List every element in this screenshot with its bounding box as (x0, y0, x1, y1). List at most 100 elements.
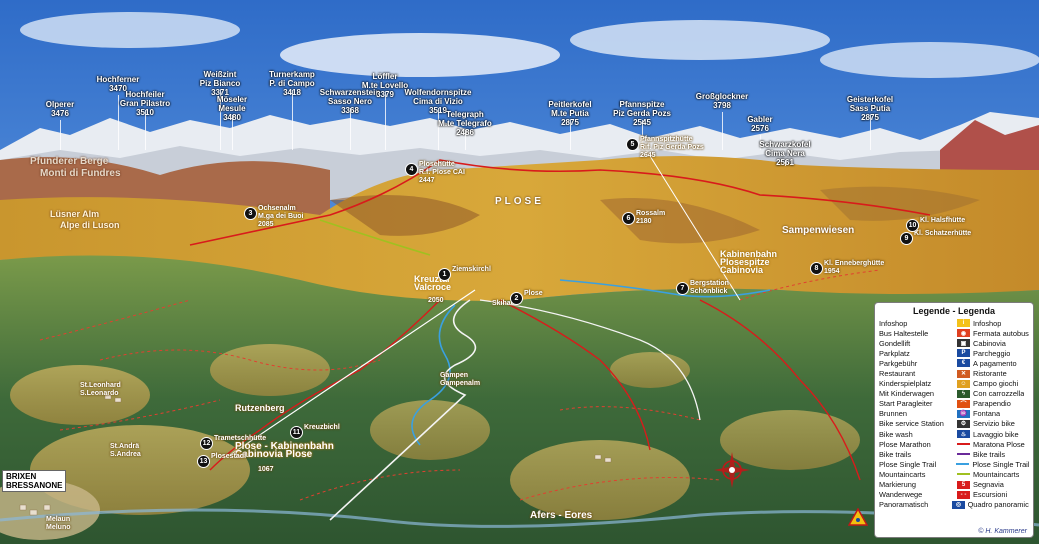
label-sampenwiesen: Sampenwiesen (782, 225, 855, 236)
hut-label: Ochsenalm M.ga dei Buoi 2085 (258, 205, 304, 228)
legend-symbol-icon (956, 460, 970, 468)
hut-number-badge[interactable]: 11 (290, 426, 303, 439)
peak-pointer (350, 108, 351, 150)
label-st-andrae: St.Andrä S.Andrea (110, 443, 141, 458)
peak-pointer (722, 112, 723, 150)
legend-label-it: Parcheggio (973, 348, 1011, 358)
legend-label-it: Fontana (973, 409, 1001, 419)
legend-symbol-icon: ◎ (952, 500, 965, 509)
legend-label-de: Plose Single Trail (879, 459, 937, 469)
legend-row: Plose Single Trail Plose Single Trail (879, 459, 1029, 469)
legend-label-it: Cabinovia (973, 338, 1006, 348)
label-lusner-it: Alpe di Luson (60, 220, 120, 230)
peak-pointer (642, 120, 643, 150)
peak-pointer (385, 92, 386, 150)
hut-label: Plosehütte R.f. Plose CAI 2447 (419, 161, 465, 184)
peak-label: Olperer 3476 (45, 100, 75, 118)
peak-label: Hochfeiler Gran Pilastro 3510 (119, 90, 171, 117)
legend-label-de: Wanderwege (879, 490, 923, 500)
legend-label-it: Plose Single Trail (972, 459, 1029, 469)
label-afers: Afers - Eores (530, 510, 593, 521)
city-label-brixen: BRIXEN BRESSANONE (2, 470, 67, 492)
hut-label: Bergstation Schönblick (690, 280, 729, 295)
hut-number-badge[interactable]: 7 (676, 282, 689, 295)
hut-number-badge[interactable]: 3 (244, 207, 257, 220)
legend-label-de: Mit Kinderwagen (879, 389, 935, 399)
hut-label: Ziemskirchl (452, 266, 491, 273)
hut-number-badge[interactable]: 5 (626, 138, 639, 151)
peak-pointer (118, 95, 119, 150)
legend-symbol-icon (957, 450, 970, 458)
legend-label-it: Parapendio (973, 399, 1011, 409)
legend-label-it: Escursioni (973, 490, 1008, 500)
legend-label-de: Gondellift (879, 338, 911, 348)
hut-number-badge[interactable]: 12 (200, 437, 213, 450)
label-gampen: Gampen Gampenalm (440, 372, 481, 387)
peak-pointer (465, 130, 466, 150)
peak-pointer (870, 115, 871, 150)
legend-row: Panoramatisch◎Quadro panoramico (879, 500, 1029, 510)
legend-label-de: Infoshop (879, 318, 908, 328)
peak-label: Wolfendornspitze Cima di Vizio 3519 (404, 88, 472, 115)
label-kabinenbahn-alt: 1067 (258, 466, 274, 473)
hut-number-badge[interactable]: 10 (906, 219, 919, 232)
hut-number-badge[interactable]: 6 (622, 212, 635, 225)
legend-symbol-icon: ✕ (957, 369, 970, 378)
peak-pointer (785, 160, 786, 166)
legend-row: Wanderwege- -Escursioni (879, 490, 1029, 500)
legend-title: Legende - Legenda (912, 306, 995, 316)
hut-number-badge[interactable]: 1 (438, 268, 451, 281)
legend-row: Bus Haltestelle◉Fermata autobus (879, 328, 1029, 338)
legend-label-it: Mountaincarts (973, 469, 1020, 479)
legend-label-it: Maratona Plose (973, 439, 1025, 449)
legend-symbol-icon: 5 (957, 480, 970, 489)
legend-row: Mountaincarts Mountaincarts (879, 469, 1029, 479)
hut-number-badge[interactable]: 9 (900, 232, 913, 245)
legend-label-de: Parkgebühr (879, 358, 918, 368)
compass-rose-icon (714, 452, 750, 488)
hut-label: Rossalm 2180 (636, 210, 666, 225)
hut-number-badge[interactable]: 8 (810, 262, 823, 275)
hut-label: Kreuzbichl (304, 424, 340, 431)
legend-label-de: Plose Marathon (879, 439, 931, 449)
legend-label-de: Bike wash (879, 429, 913, 439)
legend-label-it: A pagamento (973, 358, 1017, 368)
label-kabinenbahn-valley: Plose - Kabinenbahn Cabinovia Plose (235, 441, 334, 460)
label-plose: PLOSE (495, 196, 544, 207)
legend-row: Bike service Station⚙Servizio bike (879, 419, 1029, 429)
hut-number-badge[interactable]: 2 (510, 292, 523, 305)
peak-pointer (292, 90, 293, 150)
legend-label-de: Bike trails (879, 449, 912, 459)
legend-label-de: Parkplatz (879, 348, 910, 358)
legend-symbol-icon: € (957, 359, 970, 368)
legend-row: Kinderspielplatz☺Campo giochi (879, 379, 1029, 389)
peak-label: Schwarzenstein Sasso Nero 3368 (319, 88, 381, 115)
peak-label: Großglockner 3798 (695, 92, 749, 110)
peak-pointer (60, 120, 61, 150)
legend-symbol-icon: i (957, 319, 970, 328)
legend-row: Plose Marathon Maratona Plose (879, 439, 1029, 449)
legend-label-de: Bike service Station (879, 419, 944, 429)
legend-row: Bike wash♨Lavaggio bike (879, 429, 1029, 439)
hut-label: Trametschhütte (214, 435, 267, 442)
peak-label: Geisterkofel Sass Putia 2875 (846, 95, 894, 122)
hut-number-badge[interactable]: 13 (197, 455, 210, 468)
legend-label-it: Servizio bike (973, 419, 1015, 429)
legend-symbol-icon: ϟ (957, 389, 970, 398)
legend-row: Start Paragleiter⌒Parapendio (879, 399, 1029, 409)
legend-label-de: Restaurant (879, 369, 916, 379)
peak-pointer (145, 110, 146, 150)
legend-symbol-icon: ♨ (957, 430, 970, 439)
legend-label-de: Start Paragleiter (879, 399, 933, 409)
legend-label-it: Fermata autobus (973, 328, 1029, 338)
hut-number-badge[interactable]: 4 (405, 163, 418, 176)
legend-label-de: Bus Haltestelle (879, 328, 929, 338)
legend-label-de: Mountaincarts (879, 469, 926, 479)
